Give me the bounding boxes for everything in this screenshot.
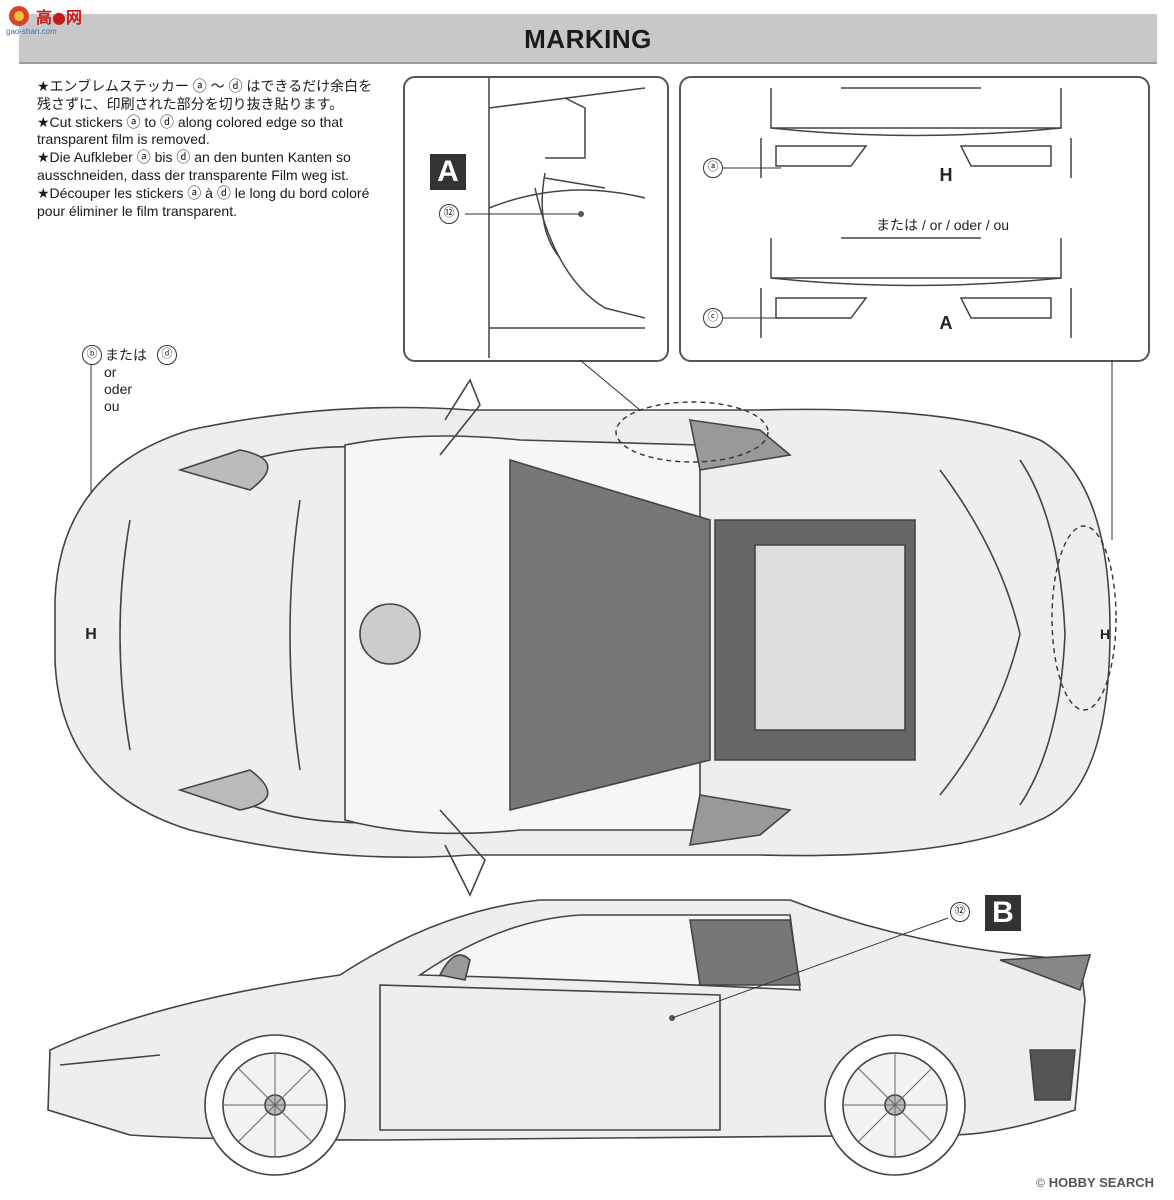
svg-text:H: H <box>940 165 953 185</box>
sticker-12-callout: ⑫ <box>439 204 459 224</box>
rear-emblem-drawing: H A <box>723 87 1072 338</box>
instruction-jp: ★エンブレムステッカー ⓐ 〜 ⓓ はできるだけ余白を残さずに、印刷された部分を… <box>37 78 373 112</box>
svg-text:H: H <box>85 626 97 643</box>
instruction-en: ★Cut stickers ⓐ to ⓓ along colored edge … <box>37 113 343 148</box>
car-top-view <box>54 378 1111 897</box>
site-logo: 高●网 gao-shan.com <box>0 0 96 40</box>
sticker-12-side-callout: ⑫ <box>950 902 970 922</box>
logo-icon <box>9 6 29 26</box>
marker-a-badge: A <box>430 154 466 190</box>
sticker-b-callout: ⓑ <box>82 345 102 365</box>
or-text-de: oder <box>104 381 133 397</box>
watermark-text: HOBBY SEARCH <box>1048 1175 1154 1190</box>
detail-panel-a: A ⑫ <box>403 76 669 362</box>
or-text-en: or <box>104 364 117 380</box>
sticker-instructions: ★エンブレムステッカー ⓐ 〜 ⓓ はできるだけ余白を残さずに、印刷された部分を… <box>37 78 377 220</box>
detail-panel-rear: H A ⓐ または / or / oder / ou ⓒ <box>679 76 1150 362</box>
watermark: ©HOBBY SEARCH <box>1036 1175 1154 1190</box>
page-header: MARKING <box>19 14 1157 64</box>
logo-text: 高●网 <box>36 8 82 27</box>
or-text-fr: ou <box>104 398 120 414</box>
sticker-a-callout: ⓐ <box>703 158 723 178</box>
svg-text:H: H <box>1100 626 1110 642</box>
car-side-view <box>47 899 1092 1176</box>
page-title: MARKING <box>524 24 652 54</box>
marker-b-badge: B <box>985 895 1021 931</box>
sticker-c-callout: ⓒ <box>703 308 723 328</box>
svg-text:A: A <box>940 313 953 333</box>
alternative-text: または / or / oder / ou <box>876 217 1010 233</box>
copyright-symbol: © <box>1035 1176 1045 1190</box>
or-text-jp: または <box>105 347 147 363</box>
logo-subtext: gao-shan.com <box>6 27 57 36</box>
instruction-fr: ★Découper les stickers ⓐ à ⓓ le long du … <box>37 184 370 219</box>
door-detail-drawing <box>465 78 646 358</box>
instruction-de: ★Die Aufkleber ⓐ bis ⓓ an den bunten Kan… <box>37 149 351 183</box>
sticker-d-callout: ⓓ <box>157 345 177 365</box>
